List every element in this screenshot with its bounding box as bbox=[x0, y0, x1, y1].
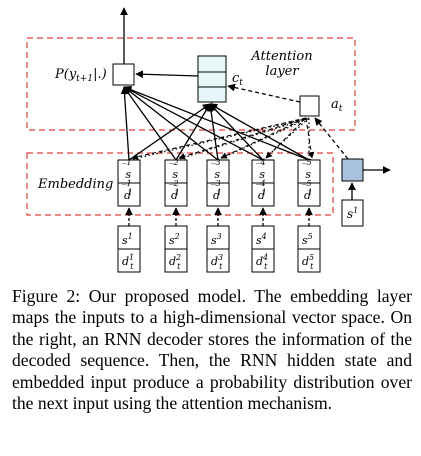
model-diagram: Attention layer Embedding P(yt+1|.) ct a… bbox=[26, 7, 391, 273]
context-label: ct bbox=[232, 71, 243, 88]
attention-layer-box bbox=[26, 37, 356, 131]
attention-layer-label: Attention bbox=[250, 49, 312, 64]
embedded-s-label: s‾5 bbox=[302, 158, 312, 181]
input-s-label: s1 bbox=[122, 232, 133, 247]
context-cell bbox=[197, 55, 227, 103]
prob-label: P(yt+1|.) bbox=[54, 67, 107, 84]
input-s-label: s3 bbox=[211, 232, 222, 247]
embedded-s-label: s‾4 bbox=[256, 158, 266, 181]
input-s-label: s4 bbox=[256, 232, 267, 247]
decoder-input-label: s1 bbox=[347, 206, 358, 221]
embedded-s-label: s‾3 bbox=[211, 158, 221, 181]
attention-weights-label: at bbox=[331, 97, 343, 114]
figure-caption: Figure 2: Our proposed model. The embedd… bbox=[12, 286, 412, 414]
embedded-s-label: s‾2 bbox=[169, 158, 179, 181]
embedding-label: Embedding bbox=[37, 177, 113, 192]
output-node bbox=[112, 63, 135, 86]
input-s-label: s2 bbox=[169, 232, 180, 247]
attention-weights-node bbox=[299, 95, 320, 117]
input-s-label: s5 bbox=[302, 232, 313, 247]
embedded-s-label: s‾1 bbox=[122, 158, 132, 181]
rnn-decoder-cell bbox=[341, 158, 364, 182]
attention-layer-label-2: layer bbox=[265, 64, 299, 79]
